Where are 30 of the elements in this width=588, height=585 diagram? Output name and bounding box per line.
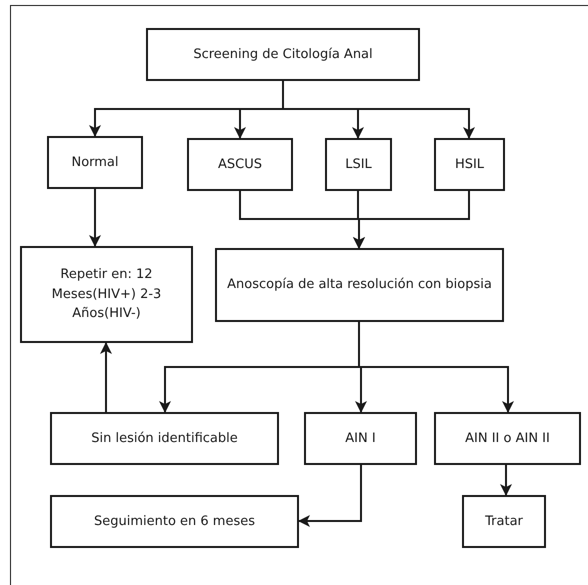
arrow [100, 342, 112, 412]
box-label: Tratar [485, 512, 523, 531]
box-label: AIN II o AIN II [465, 430, 550, 448]
arrow [500, 465, 512, 496]
box-label: LSIL [345, 156, 372, 174]
process-box [434, 412, 581, 465]
box-label: Sin lesión identificable [91, 430, 238, 448]
arrow [298, 465, 362, 527]
process-box [47, 136, 143, 189]
process-box [434, 138, 505, 191]
box-label: AIN I [345, 430, 376, 448]
arrow [353, 191, 470, 249]
process-box [215, 248, 504, 322]
arrow [282, 81, 475, 139]
process-box [462, 495, 546, 548]
process-box [325, 138, 392, 191]
box-label: ASCUS [218, 156, 262, 174]
process-box [146, 28, 420, 81]
box-label: Anoscopía de alta resolución con biopsia [227, 276, 492, 294]
process-box [20, 246, 193, 343]
box-label: Screening de Citología Anal [193, 46, 373, 64]
box-label: Seguimiento en 6 meses [94, 512, 256, 531]
process-box [187, 138, 293, 191]
arrow [89, 189, 101, 247]
box-label: Normal [71, 154, 119, 172]
box-label: HSIL [454, 156, 484, 174]
box-label: Repetir en: 12 Meses(HIV+) 2-3 Años(HIV-) [50, 266, 162, 324]
process-box [50, 412, 279, 465]
process-box [50, 495, 299, 548]
process-box [304, 412, 417, 465]
